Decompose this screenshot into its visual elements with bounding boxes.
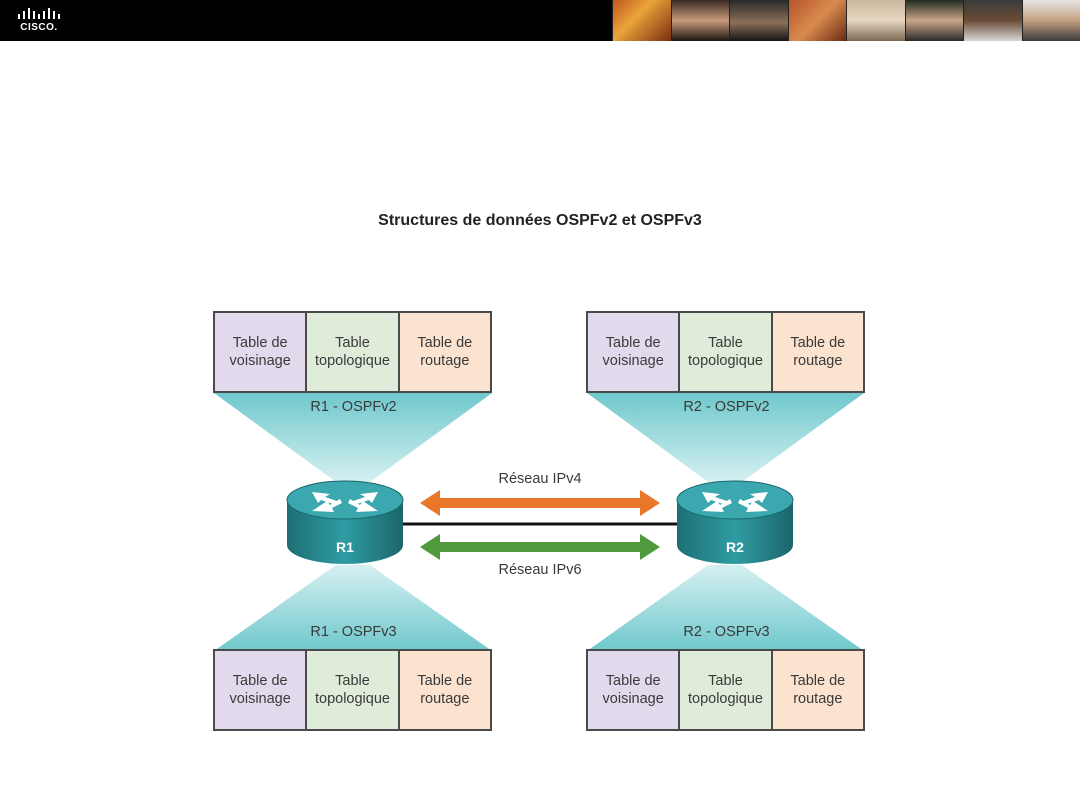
cell-line: Table de (605, 673, 661, 689)
router-r1-icon (286, 480, 404, 564)
header-photo-strip (612, 0, 1080, 41)
header-photo (787, 0, 846, 41)
cell-line: topologique (314, 353, 390, 369)
header-photo (846, 0, 905, 41)
r1-ospfv2-tables: Table de voisinage Table topologique Table… (213, 311, 492, 393)
cell-line: Table de (232, 335, 288, 351)
routing-table-cell: Table de routage (772, 651, 863, 729)
ipv4-network-label: Réseau IPv4 (498, 471, 582, 487)
r1-ospfv3-label: R1 - OSPFv3 (310, 624, 397, 640)
topology-table-cell: Table topologique (680, 313, 773, 391)
topology-table-cell: Table topologique (680, 651, 773, 729)
ipv6-arrow (420, 534, 660, 560)
cell-line: Table de (790, 335, 846, 351)
r2-ospfv3-cone (587, 565, 864, 651)
cell-line: topologique (687, 353, 763, 369)
cisco-logo-text: CISCO. (20, 22, 58, 33)
cell-line: voisinage (229, 691, 291, 707)
cell-line: Table (708, 673, 743, 689)
r1-ospfv3-tables: Table de voisinage Table topologique Table… (213, 649, 492, 731)
cell-line: Table de (605, 335, 661, 351)
r2-ospfv3-label: R2 - OSPFv3 (683, 624, 770, 640)
cell-line: routage (420, 353, 470, 369)
ipv4-arrow (420, 490, 660, 516)
neighbor-table-cell: Table de voisinage (215, 651, 308, 729)
header-photo (904, 0, 963, 41)
header-bar: CISCO. (0, 0, 1080, 41)
router-r2-icon (676, 480, 794, 564)
cell-line: Table de (417, 673, 473, 689)
cisco-bars-icon (18, 8, 60, 19)
cell-line: Table (708, 335, 743, 351)
cell-line: routage (793, 353, 843, 369)
cell-line: routage (420, 691, 470, 707)
topology-table-cell: Table topologique (307, 313, 400, 391)
r2-ospfv2-label: R2 - OSPFv2 (683, 399, 770, 415)
cell-line: Table (335, 335, 370, 351)
cell-line: Table de (232, 673, 288, 689)
header-photo (1021, 0, 1080, 41)
cell-line: topologique (687, 691, 763, 707)
router-r1-label: R1 (336, 539, 354, 555)
r1-ospfv2-cone (214, 393, 492, 482)
header-photo (670, 0, 729, 41)
r1-ospfv3-cone (214, 565, 492, 651)
neighbor-table-cell: Table de voisinage (588, 651, 681, 729)
routing-table-cell: Table de routage (772, 313, 863, 391)
ipv6-network-label: Réseau IPv6 (498, 562, 582, 578)
cell-line: voisinage (602, 691, 664, 707)
header-photo (729, 0, 788, 41)
cell-line: voisinage (229, 353, 291, 369)
r1-ospfv2-label: R1 - OSPFv2 (310, 399, 397, 415)
header-photo (963, 0, 1022, 41)
cell-line: voisinage (602, 353, 664, 369)
diagram-title: Structures de données OSPFv2 et OSPFv3 (378, 212, 702, 229)
routing-table-cell: Table de routage (399, 313, 490, 391)
r2-ospfv2-tables: Table de voisinage Table topologique Table… (586, 311, 865, 393)
topology-table-cell: Table topologique (307, 651, 400, 729)
r2-ospfv2-cone (587, 393, 864, 482)
header-photo (612, 0, 671, 41)
r2-ospfv3-tables: Table de voisinage Table topologique Table… (586, 649, 865, 731)
cell-line: Table (335, 673, 370, 689)
router-r2-label: R2 (726, 539, 744, 555)
cell-line: routage (793, 691, 843, 707)
cell-line: Table de (790, 673, 846, 689)
cell-line: topologique (314, 691, 390, 707)
cisco-logo: CISCO. (17, 7, 61, 35)
routing-table-cell: Table de routage (399, 651, 490, 729)
cell-line: Table de (417, 335, 473, 351)
neighbor-table-cell: Table de voisinage (215, 313, 308, 391)
neighbor-table-cell: Table de voisinage (588, 313, 681, 391)
